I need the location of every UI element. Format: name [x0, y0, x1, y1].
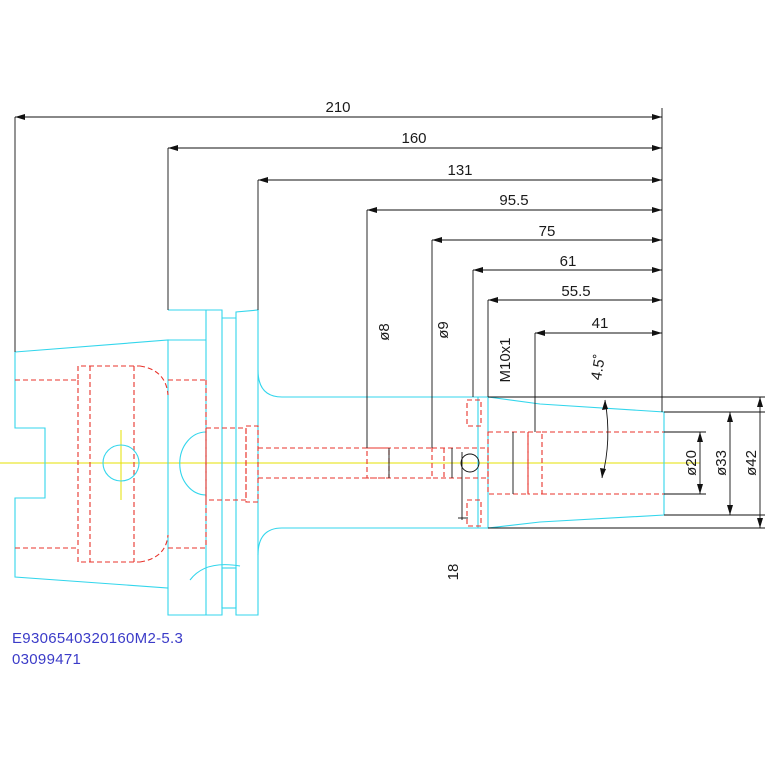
dim-angle: 4.5˚: [588, 353, 609, 381]
cross-hole: [460, 453, 480, 473]
dim-95-5: 95.5: [499, 192, 528, 209]
dim-210: 210: [325, 99, 350, 116]
dim-55-5: 55.5: [561, 283, 590, 300]
dim-131: 131: [447, 162, 472, 179]
dimension-lines: [14, 108, 765, 529]
dim-dia-9: ø9: [435, 321, 452, 339]
dim-m10x1: M10x1: [497, 337, 514, 382]
dim-18: 18: [445, 564, 462, 581]
dim-61: 61: [560, 253, 577, 270]
dimension-labels: 210 160 131 95.5 75 61 55.5 41 ø8 ø9 M10…: [325, 99, 760, 580]
dim-75: 75: [539, 223, 556, 240]
dim-dia-33: ø33: [713, 450, 730, 476]
dim-dia-8: ø8: [376, 323, 393, 341]
part-code: E9306540320160M2-5.3: [12, 630, 184, 647]
dim-41: 41: [592, 315, 609, 332]
hidden-lines: [15, 365, 664, 563]
dim-dia-20: ø20: [683, 450, 700, 476]
dim-dia-42: ø42: [743, 450, 760, 476]
dim-160: 160: [401, 130, 426, 147]
part-number: 03099471: [12, 651, 82, 668]
